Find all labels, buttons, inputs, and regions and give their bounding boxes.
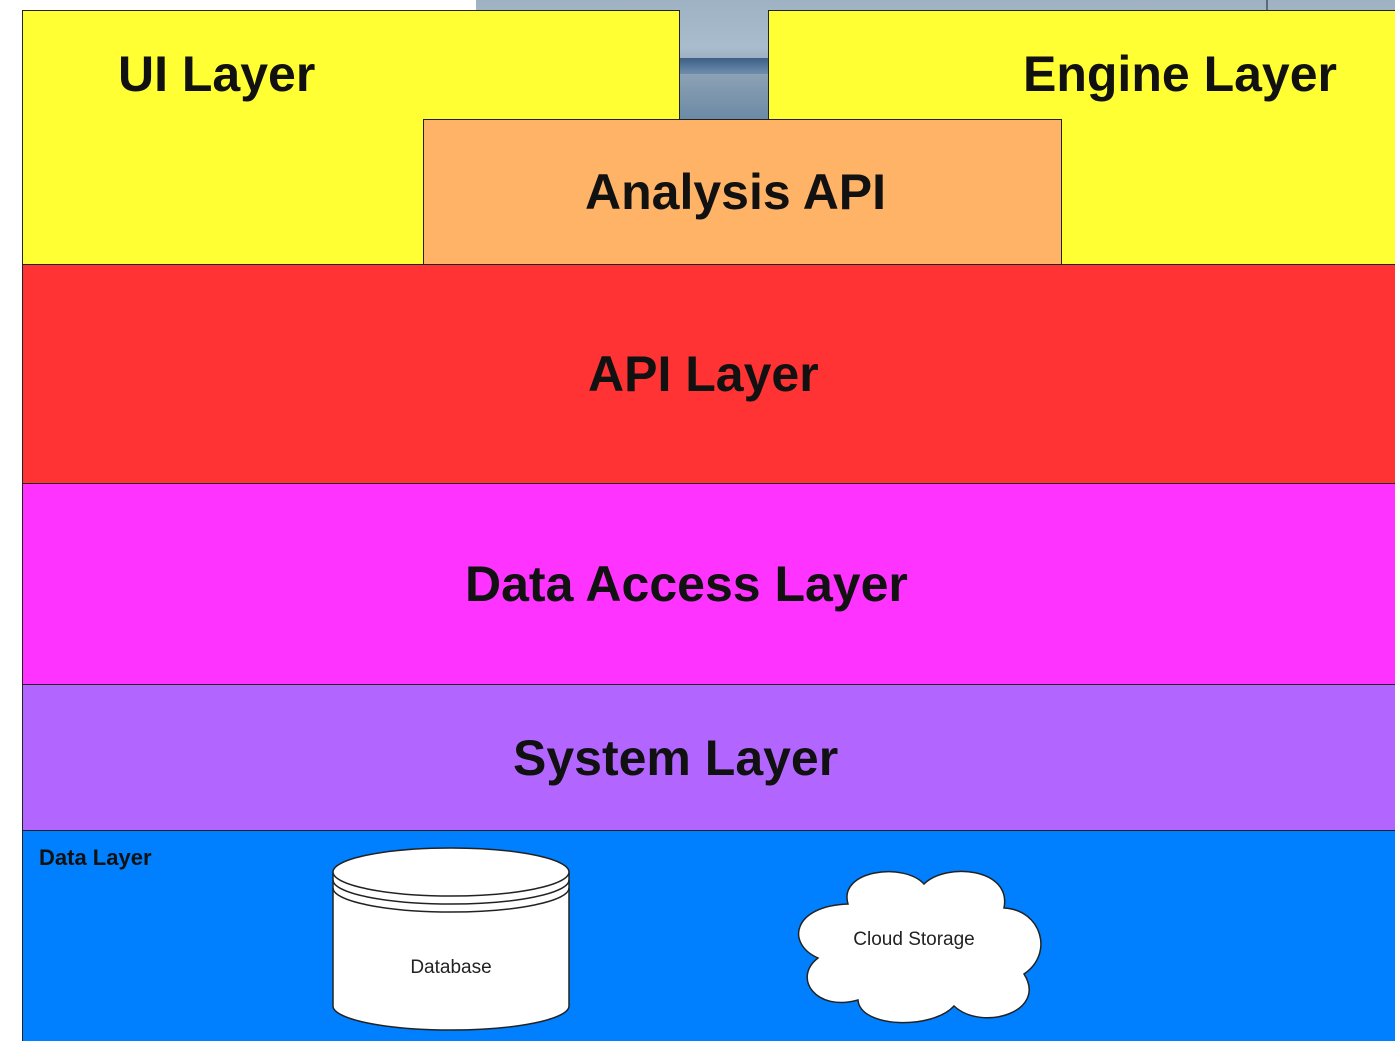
data-layer-box[interactable]: Data Layer — [22, 830, 1395, 1041]
cloud-storage-icon[interactable] — [786, 862, 1054, 1024]
engine-layer-label: Engine Layer — [1023, 46, 1337, 102]
system-layer-box[interactable]: System Layer — [22, 684, 1395, 832]
data-access-layer-label: Data Access Layer — [465, 556, 908, 612]
background-streak — [676, 58, 771, 74]
background-mast — [1266, 0, 1268, 10]
cloud-storage-label: Cloud Storage — [853, 929, 975, 950]
data-access-layer-box[interactable]: Data Access Layer — [22, 483, 1395, 686]
database-label: Database — [410, 957, 492, 978]
system-layer-label: System Layer — [513, 730, 839, 786]
analysis-api-label: Analysis API — [585, 164, 887, 220]
database-cylinder-icon[interactable] — [331, 846, 571, 1032]
api-layer-box[interactable]: API Layer — [22, 264, 1395, 485]
api-layer-label: API Layer — [588, 346, 819, 402]
data-layer-label: Data Layer — [39, 845, 152, 870]
ui-layer-label: UI Layer — [118, 46, 316, 102]
analysis-api-box[interactable]: Analysis API — [423, 119, 1062, 266]
